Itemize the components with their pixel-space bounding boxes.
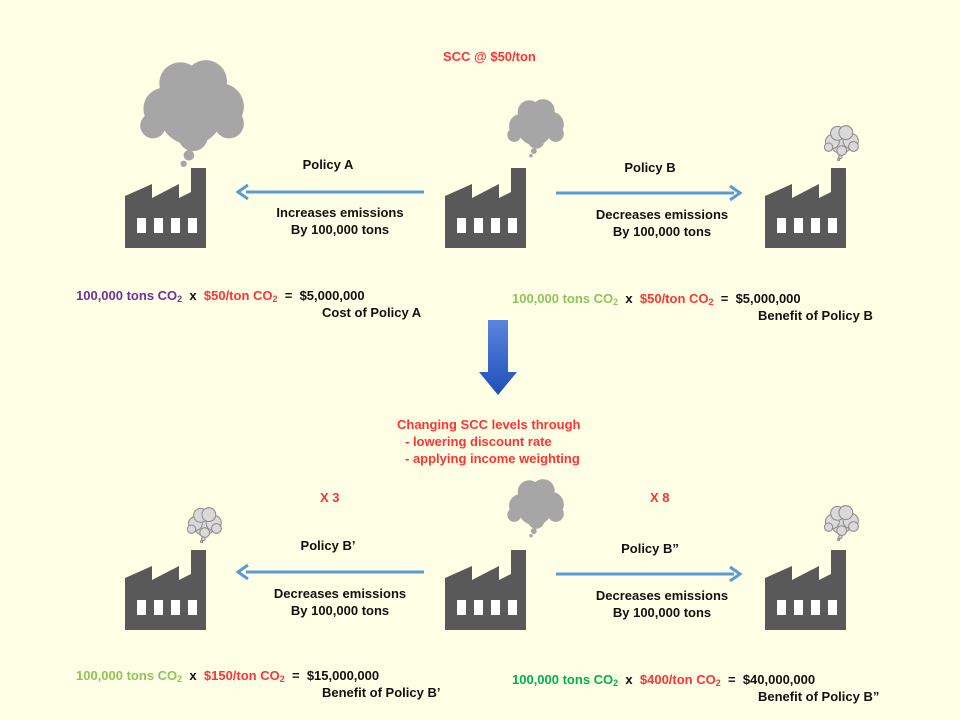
multiplier-label: X 3 (320, 490, 340, 505)
policy-label: Policy A (302, 157, 354, 172)
smoke-cloud-icon (507, 99, 564, 158)
scc-change-text: Changing SCC levels through - lowering d… (397, 417, 581, 466)
factory-icon (445, 168, 526, 248)
arrow-right-icon (556, 565, 743, 583)
arrow-down-icon (479, 320, 517, 395)
scc-label: SCC @ $50/ton (443, 49, 536, 64)
effect-text: Decreases emissions By 100,000 tons (273, 586, 407, 618)
effect-text: Decreases emissions By 100,000 tons (595, 588, 729, 620)
factory-icon (125, 168, 206, 248)
cost-caption: Cost of Policy A (322, 305, 422, 320)
smoke-cloud-icon (823, 505, 859, 542)
factory-icon (125, 550, 206, 630)
smoke-cloud-icon (823, 125, 859, 162)
arrow-left-icon (235, 183, 424, 201)
effect-text: Increases emissions By 100,000 tons (276, 205, 404, 237)
smoke-cloud-icon (186, 507, 222, 544)
factory-icon (765, 168, 846, 248)
cost-equation: 100,000 tons CO2 x $50/ton CO2 = $5,000,… (76, 288, 365, 304)
policy-label: Policy B” (621, 541, 679, 556)
arrow-left-icon (235, 563, 424, 581)
policy-label: Policy B (624, 160, 676, 175)
policy-label: Policy B’ (300, 538, 356, 553)
benefit-caption: Benefit of Policy B” (758, 689, 880, 704)
benefit-equation: 100,000 tons CO2 x $50/ton CO2 = $5,000,… (512, 291, 801, 307)
multiplier-label: X 8 (650, 490, 670, 505)
benefit-equation: 100,000 tons CO2 x $400/ton CO2 = $40,00… (512, 672, 816, 688)
effect-text: Decreases emissions By 100,000 tons (595, 207, 729, 239)
benefit-equation: 100,000 tons CO2 x $150/ton CO2 = $15,00… (76, 668, 380, 684)
benefit-caption: Benefit of Policy B’ (322, 685, 441, 700)
benefit-caption: Benefit of Policy B (758, 308, 873, 323)
factory-icon (445, 550, 526, 630)
factory-icon (765, 550, 846, 630)
arrow-right-icon (556, 184, 743, 202)
smoke-cloud-icon (140, 60, 244, 167)
smoke-cloud-icon (507, 479, 564, 538)
